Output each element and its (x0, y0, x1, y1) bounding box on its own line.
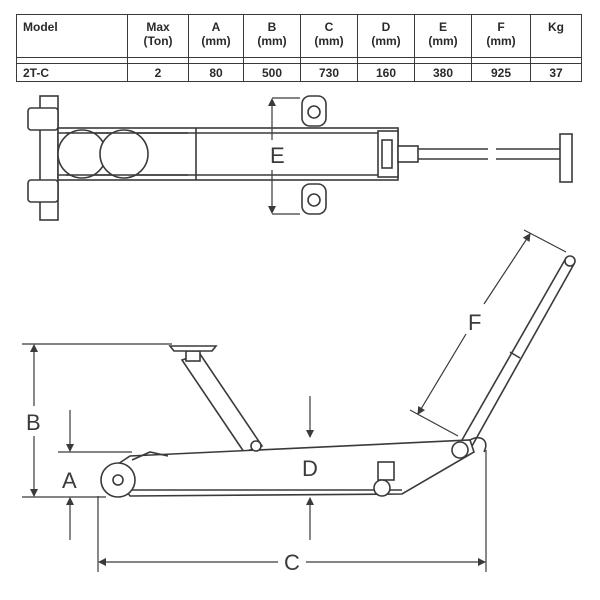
pump-head-inner (381, 139, 393, 169)
side-handle-joint (509, 351, 521, 359)
dim-f-arrow-top (483, 233, 531, 305)
header-b: B(mm) (243, 14, 301, 58)
rear-caster-wheel (373, 479, 391, 497)
header-a: A(mm) (188, 14, 244, 58)
dim-f-arrow-bottom (417, 333, 467, 415)
rear-caster-bottom (301, 183, 327, 215)
spec-table: Model Max(Ton) A(mm) B(mm) C(mm) D(mm) E… (16, 14, 582, 82)
dim-label-f: F (468, 310, 481, 335)
dim-f-ext-top (523, 229, 567, 253)
cell-c: 730 (300, 63, 358, 82)
front-wheel-top (27, 107, 59, 131)
cell-d: 160 (357, 63, 415, 82)
cell-b: 500 (243, 63, 301, 82)
dim-label-d: D (302, 456, 318, 481)
cell-model: 2T-C (16, 63, 128, 82)
side-handle-edge-left (461, 257, 567, 441)
top-view (27, 95, 573, 221)
cell-e: 380 (414, 63, 472, 82)
saddle (168, 345, 218, 352)
dimension-c (97, 450, 487, 572)
side-handle-tip (564, 255, 576, 267)
cell-a: 80 (188, 63, 244, 82)
side-handle-edge-right (471, 263, 575, 447)
rear-caster-bottom-bolt (307, 193, 321, 207)
pump-pivot (451, 441, 469, 459)
header-e: E(mm) (414, 14, 472, 58)
header-max: Max(Ton) (127, 14, 189, 58)
rear-caster-mount (377, 461, 395, 481)
dimension-e (268, 97, 300, 215)
side-view (100, 255, 576, 498)
header-model: Model (16, 14, 128, 58)
lift-arm-pivot (250, 440, 262, 452)
front-wheel-hub (112, 474, 124, 486)
dim-f-ext-bottom (409, 409, 459, 437)
cell-kg: 37 (530, 63, 582, 82)
lift-arm (180, 353, 264, 453)
dimension-b (22, 343, 172, 498)
handle-socket (397, 145, 419, 163)
handle-grip (559, 133, 573, 183)
chassis-body (110, 439, 475, 497)
handle-socket-side (469, 436, 487, 453)
saddle-circle-front (57, 129, 107, 179)
header-kg: Kg (530, 14, 582, 58)
dim-label-e: E (270, 143, 285, 168)
dim-label-c: C (284, 550, 300, 575)
front-wheel-bottom (27, 179, 59, 203)
dimension-a (58, 410, 132, 540)
spec-data-row: 2T-C 2 80 500 730 160 380 925 37 (16, 63, 582, 82)
rear-caster-top-bolt (307, 105, 321, 119)
spec-header-row: Model Max(Ton) A(mm) B(mm) C(mm) D(mm) E… (16, 14, 582, 58)
header-c: C(mm) (300, 14, 358, 58)
dim-label-b: B (26, 410, 41, 435)
saddle-circle-rear (99, 129, 149, 179)
saddle-rest (131, 451, 169, 461)
side-handle (461, 255, 576, 447)
saddle-post (185, 350, 201, 362)
dimension-f (409, 229, 567, 437)
rear-caster-top (301, 95, 327, 127)
dim-label-a: A (62, 468, 77, 493)
